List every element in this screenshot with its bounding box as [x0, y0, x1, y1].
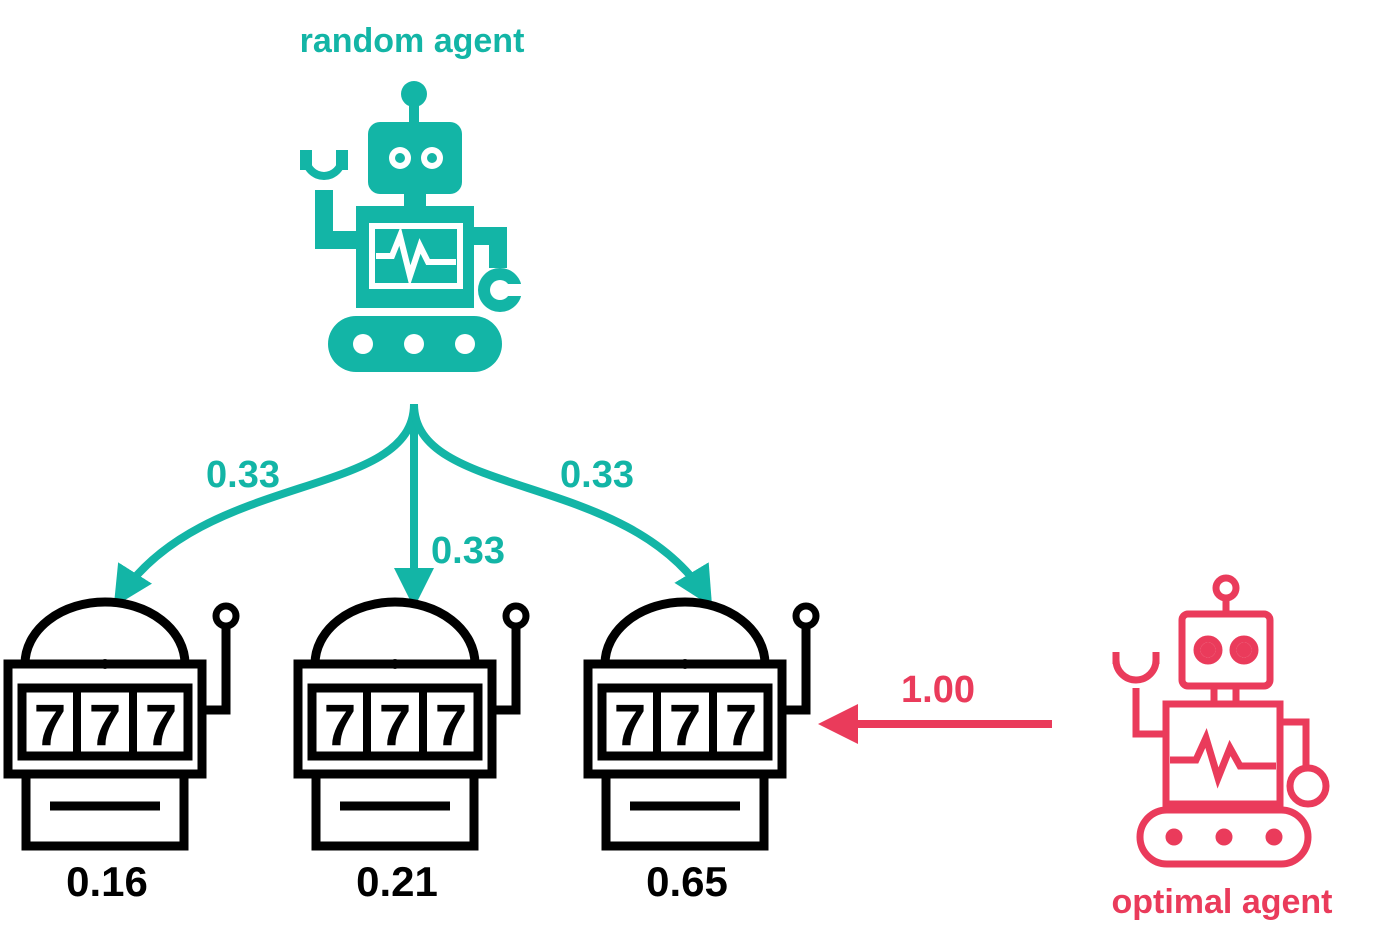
random-agent: random agent — [300, 22, 530, 372]
reel-digit: 7 — [614, 693, 646, 758]
reel-digit: 7 — [145, 693, 177, 758]
payout-label: 0.65 — [646, 858, 728, 905]
optimal-edges: 1.00 — [818, 669, 1052, 744]
edge-prob-label: 1.00 — [901, 669, 975, 711]
robot-outline-icon — [1112, 574, 1330, 868]
reel-digit: 7 — [435, 693, 467, 758]
edge-random-to-machine-1 — [113, 403, 418, 607]
reel-digit: 7 — [324, 693, 356, 758]
payout-label: 0.21 — [356, 858, 438, 905]
payout-label: 0.16 — [66, 858, 148, 905]
reel-digit: 7 — [34, 693, 66, 758]
robot-icon — [300, 81, 530, 372]
random-edges: 0.33 0.33 0.33 — [113, 403, 713, 608]
reel-digit: 7 — [379, 693, 411, 758]
edge-prob-label: 0.33 — [206, 454, 280, 496]
slot-machine-3: 7 7 7 0.65 — [588, 602, 816, 905]
edge-prob-label: 0.33 — [560, 454, 634, 496]
optimal-agent-label: optimal agent — [1111, 883, 1332, 921]
edge-prob-label: 0.33 — [431, 530, 505, 572]
reel-digit: 7 — [669, 693, 701, 758]
slot-machine-1: 7 7 7 0.16 — [8, 602, 236, 905]
reel-digit: 7 — [89, 693, 121, 758]
edge-random-to-machine-3 — [410, 403, 713, 607]
slot-machine-2: 7 7 7 0.21 — [298, 602, 526, 905]
random-agent-label: random agent — [300, 22, 525, 60]
optimal-agent: optimal agent — [1111, 574, 1333, 921]
reel-digit: 7 — [725, 693, 757, 758]
